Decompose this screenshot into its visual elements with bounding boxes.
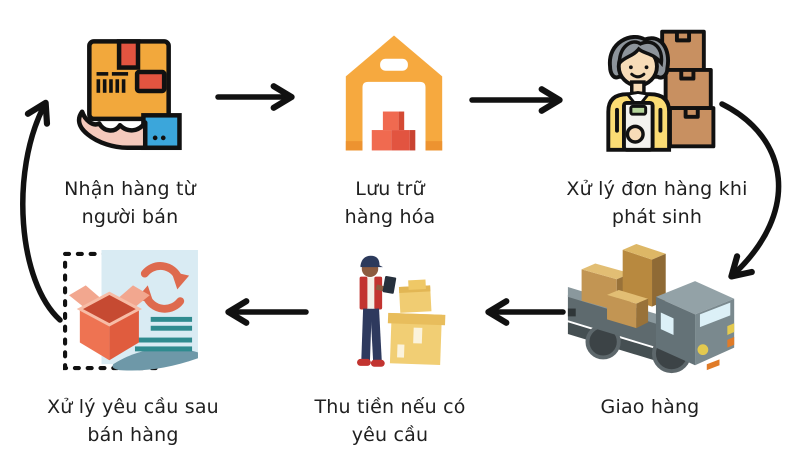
step-label-line: Lưu trữ bbox=[355, 178, 425, 200]
step-label-store: Lưu trữ hàng hóa bbox=[280, 176, 500, 231]
step-label-line: Thu tiền nếu có bbox=[314, 396, 466, 418]
step-label-line: hàng hóa bbox=[344, 205, 436, 228]
courier-with-clipboard-icon bbox=[344, 246, 448, 380]
step-label-line: Xử lý đơn hàng khi bbox=[566, 178, 748, 200]
step-label-line: Nhận hàng từ bbox=[64, 178, 196, 200]
step-label-line: yêu cầu bbox=[351, 423, 429, 446]
after-sales-return-document-icon bbox=[60, 248, 206, 374]
step-label-line: Giao hàng bbox=[600, 396, 700, 418]
step-label-after-sales: Xử lý yêu cầu sau bán hàng bbox=[23, 394, 243, 449]
step-label-line: phát sinh bbox=[611, 205, 703, 228]
delivery-truck-icon bbox=[560, 244, 746, 378]
step-label-receive: Nhận hàng từ người bán bbox=[20, 176, 240, 231]
step-label-collect-payment: Thu tiền nếu có yêu cầu bbox=[280, 394, 500, 449]
step-label-process-order: Xử lý đơn hàng khi phát sinh bbox=[532, 176, 782, 231]
step-label-line: người bán bbox=[81, 205, 179, 228]
worker-with-parcel-stack-icon bbox=[584, 24, 716, 154]
step-label-deliver: Giao hàng bbox=[540, 394, 760, 422]
arrow-process-to-deliver bbox=[719, 101, 782, 280]
hand-receiving-package-icon bbox=[72, 36, 186, 164]
warehouse-icon bbox=[338, 30, 450, 156]
step-label-line: bán hàng bbox=[87, 423, 179, 446]
arrow-aftersales-to-receive bbox=[20, 99, 63, 323]
step-label-line: Xử lý yêu cầu sau bbox=[47, 396, 219, 418]
